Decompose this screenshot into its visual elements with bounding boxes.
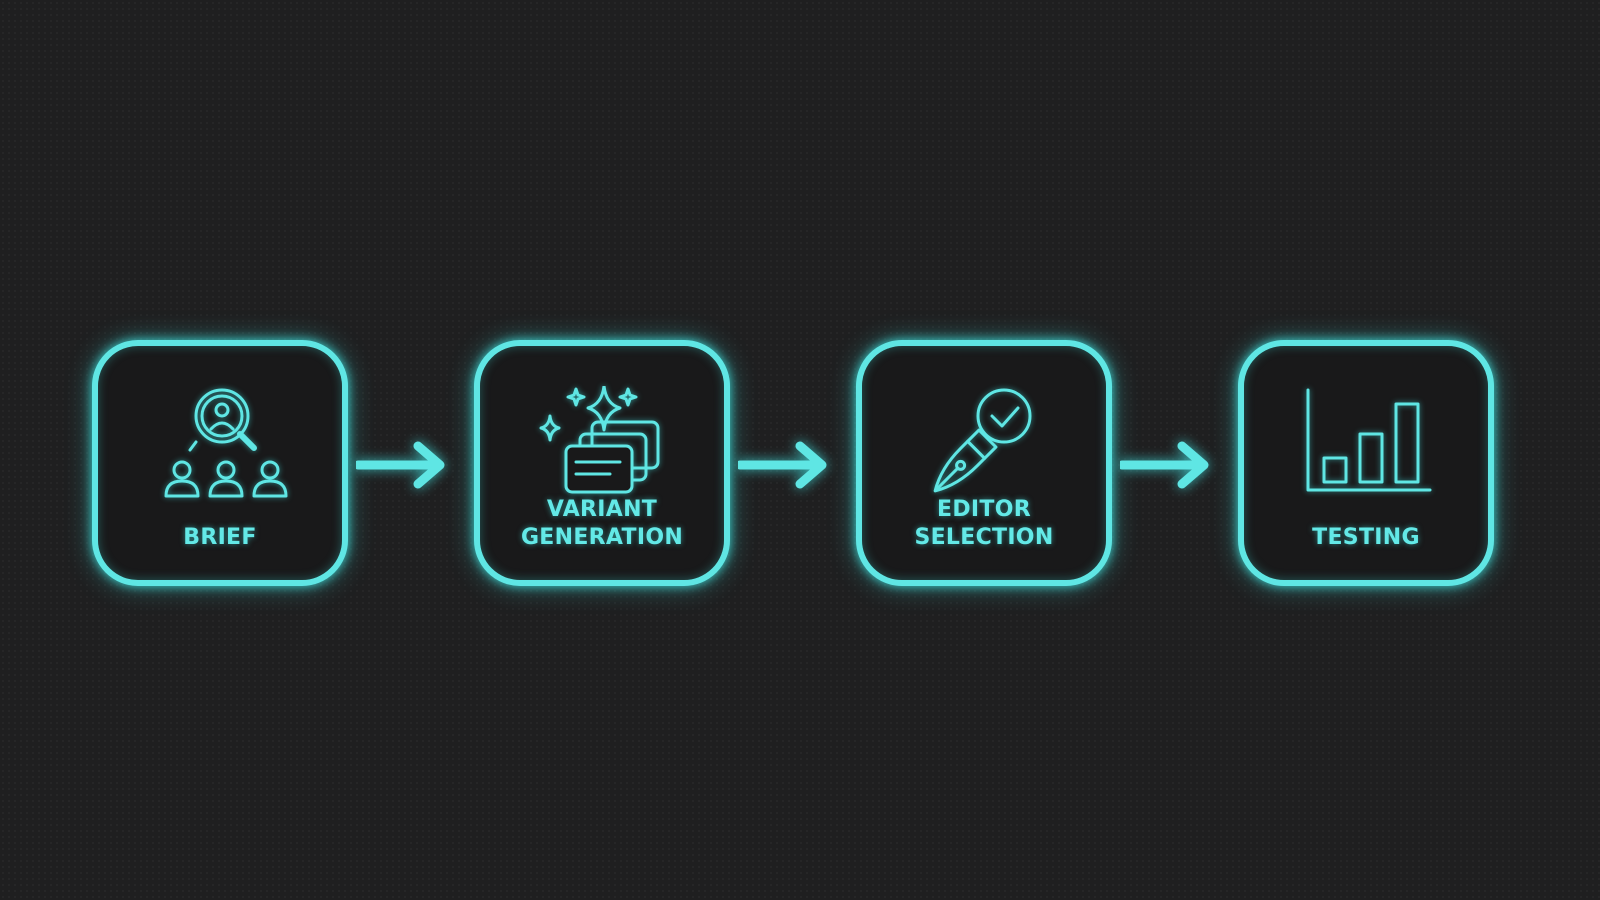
arrow-right-icon [356, 430, 452, 500]
stage-testing: TESTING [1238, 340, 1494, 586]
stage-label: TESTING [1312, 525, 1420, 550]
arrow-right-icon [738, 430, 834, 500]
stage-label: EDITOR SELECTION [914, 497, 1054, 550]
pen-check-icon [914, 386, 1054, 506]
bar-chart-icon [1296, 386, 1436, 506]
audience-search-icon [150, 386, 290, 506]
stage-label: VARIANT GENERATION [520, 497, 684, 550]
arrow-right-icon [1120, 430, 1216, 500]
stage-variant-generation: VARIANT GENERATION [474, 340, 730, 586]
stage-label: BRIEF [183, 525, 257, 550]
sparkle-cards-icon [532, 386, 672, 506]
stage-brief: BRIEF [92, 340, 348, 586]
stage-editor-selection: EDITOR SELECTION [856, 340, 1112, 586]
